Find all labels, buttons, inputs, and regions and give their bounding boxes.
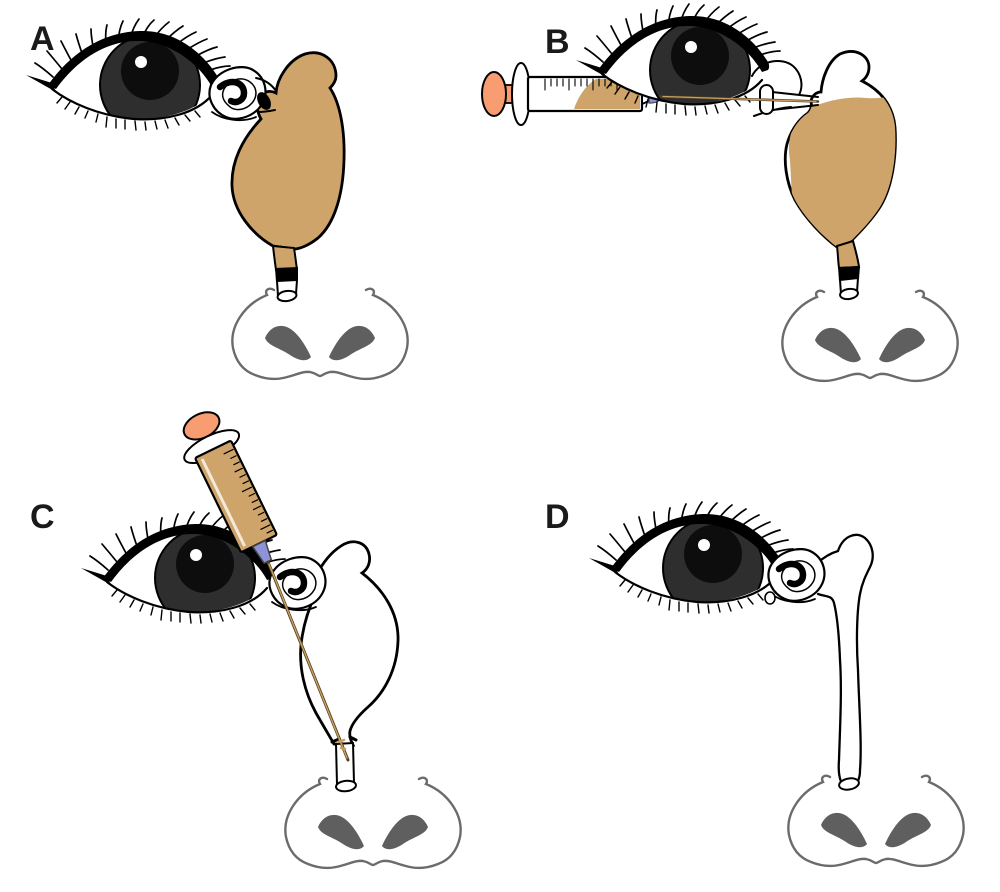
duct-obstruction-band [275, 267, 298, 282]
irrigation-needle-core [268, 563, 348, 759]
panel-a-label: A [30, 20, 55, 58]
duct-tip-opening [838, 777, 860, 791]
common-canaliculus-lines [255, 77, 277, 113]
opened-obstruction-marks [330, 735, 358, 744]
empty-sac-and-duct [814, 533, 874, 787]
duct-tip-opening [335, 779, 357, 793]
sac-fluid-level [789, 96, 896, 247]
nose [781, 289, 959, 383]
panel-d-decompressed-system: D [545, 498, 965, 868]
nasolacrimal-duct-filled [271, 244, 299, 271]
sac-entrance-obstruction-mark [257, 92, 271, 110]
duct-tip-opening [839, 287, 859, 301]
nose [284, 776, 462, 870]
lower-punctum [764, 591, 776, 605]
eye [26, 19, 230, 135]
nose [787, 774, 965, 868]
nose [231, 287, 409, 381]
duct-tip-opening [276, 289, 298, 303]
plunger-cap [481, 71, 507, 117]
panel-d-label: D [545, 498, 570, 536]
eye [589, 502, 793, 618]
panel-c-label: C [30, 498, 55, 536]
cannula-needle-core [662, 95, 817, 103]
panel-a-blocked-distended-sac: A [26, 19, 409, 381]
fluid-droplet-marks [336, 738, 347, 751]
nasolacrimal-duct-filled [835, 239, 861, 270]
panel-b-label: B [545, 23, 570, 61]
panel-b-cannula-insertion: B [481, 4, 959, 383]
panel-c-irrigation-through-sac: C [30, 400, 462, 870]
duct-obstruction-band [838, 266, 860, 281]
canaliculus-loop [768, 549, 824, 602]
